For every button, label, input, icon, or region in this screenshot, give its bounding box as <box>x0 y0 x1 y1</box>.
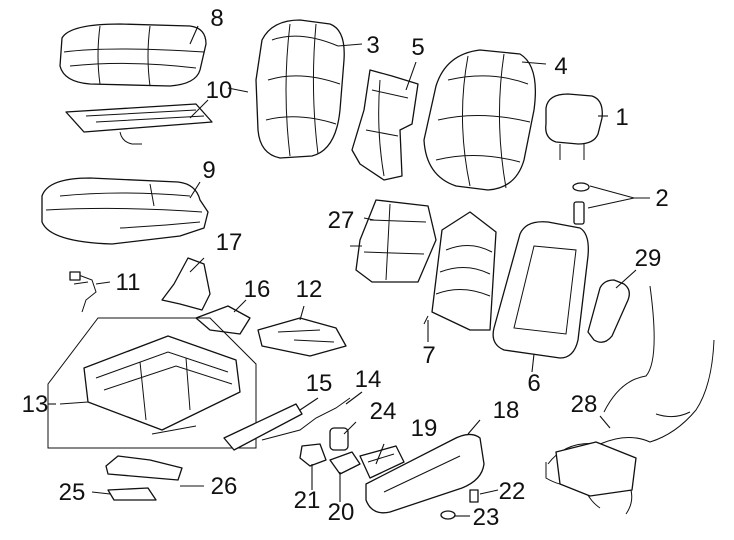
part-seatback-frame <box>492 221 589 359</box>
callout-25: 25 <box>59 479 86 506</box>
part-seat-cushion-pad <box>59 23 207 87</box>
callout-14: 14 <box>355 366 382 393</box>
callout-7: 7 <box>422 342 435 369</box>
callout-27: 27 <box>328 207 355 234</box>
part-headrest <box>545 93 603 160</box>
callout-10: 10 <box>206 77 233 104</box>
callout-28: 28 <box>571 391 598 418</box>
part-suspension-mat <box>423 211 497 331</box>
callout-5: 5 <box>411 34 424 61</box>
callout-17: 17 <box>216 229 243 256</box>
callout-15: 15 <box>306 370 333 397</box>
part-clip <box>469 489 479 503</box>
callout-4: 4 <box>554 53 567 80</box>
callout-19: 19 <box>411 415 438 442</box>
callout-22: 22 <box>499 478 526 505</box>
callout-9: 9 <box>202 157 215 184</box>
part-cover <box>161 257 211 311</box>
part-switch-knob <box>329 451 361 475</box>
part-switch-assembly <box>359 445 405 479</box>
part-bracket <box>195 305 251 335</box>
callout-8: 8 <box>210 5 223 32</box>
part-cap <box>440 510 456 520</box>
part-headrest-guide <box>572 182 590 225</box>
callout-24: 24 <box>370 398 397 425</box>
callout-11: 11 <box>116 269 141 296</box>
part-cable <box>261 397 351 441</box>
callout-1: 1 <box>615 104 628 131</box>
part-seatback-cover <box>255 19 345 159</box>
callout-2: 2 <box>655 185 668 212</box>
part-track-bracket <box>257 317 347 357</box>
part-lumbar-module <box>350 199 437 283</box>
callout-13: 13 <box>22 391 49 418</box>
part-switch-harness <box>69 271 97 313</box>
callout-26: 26 <box>211 473 238 500</box>
part-seatback-pad <box>423 49 537 191</box>
part-trim <box>107 487 157 501</box>
callout-18: 18 <box>493 397 520 424</box>
part-track-cover <box>223 403 303 451</box>
callout-16: 16 <box>244 276 271 303</box>
callout-20: 20 <box>328 499 355 526</box>
part-seat-cushion <box>41 177 209 245</box>
part-seat-frame <box>47 317 257 449</box>
leader-lines <box>48 25 650 517</box>
part-wire-harness <box>545 285 715 515</box>
callout-6: 6 <box>527 370 540 397</box>
part-heater-mat <box>65 103 213 145</box>
part-module <box>299 443 327 467</box>
part-track-rail <box>105 455 183 481</box>
part-back-panel <box>351 69 419 181</box>
part-side-shield <box>365 433 485 514</box>
part-side-airbag <box>587 279 630 343</box>
callout-23: 23 <box>473 504 500 531</box>
callout-12: 12 <box>296 276 323 303</box>
part-motor <box>329 427 349 451</box>
callouts: 8 3 5 4 1 10 9 2 27 17 29 11 16 12 7 6 1… <box>22 5 669 531</box>
callout-21: 21 <box>294 487 321 514</box>
callout-3: 3 <box>366 32 379 59</box>
callout-29: 29 <box>635 245 662 272</box>
